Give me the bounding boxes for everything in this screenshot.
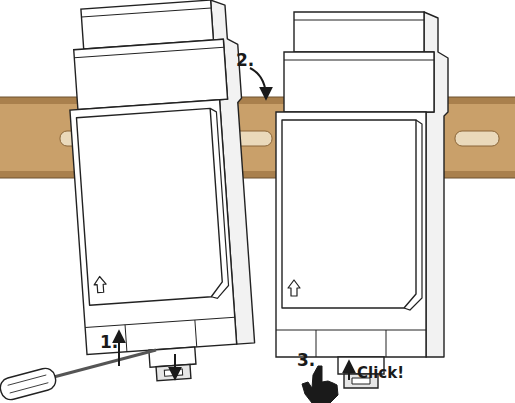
- din-module-mounted: [276, 12, 448, 388]
- screwdriver-shaft: [50, 350, 156, 378]
- rail-slot: [455, 131, 499, 146]
- step-number: 2.: [236, 52, 254, 69]
- handle-groove: [8, 375, 47, 385]
- pushing-hand: [302, 366, 338, 403]
- lever-up-arrow: [118, 332, 120, 366]
- screwdriver-handle: [0, 366, 58, 402]
- clip-up-arrow: [348, 362, 350, 380]
- tilt-arrow: [250, 68, 266, 98]
- step-number: 1.: [100, 334, 118, 351]
- clip-down-arrow: [174, 354, 176, 378]
- step-number: 3.: [297, 352, 315, 369]
- handle-groove: [10, 383, 49, 393]
- callout-text: Click!: [357, 366, 404, 381]
- din-module-tilted: [63, 0, 261, 385]
- handle-body: [0, 366, 58, 402]
